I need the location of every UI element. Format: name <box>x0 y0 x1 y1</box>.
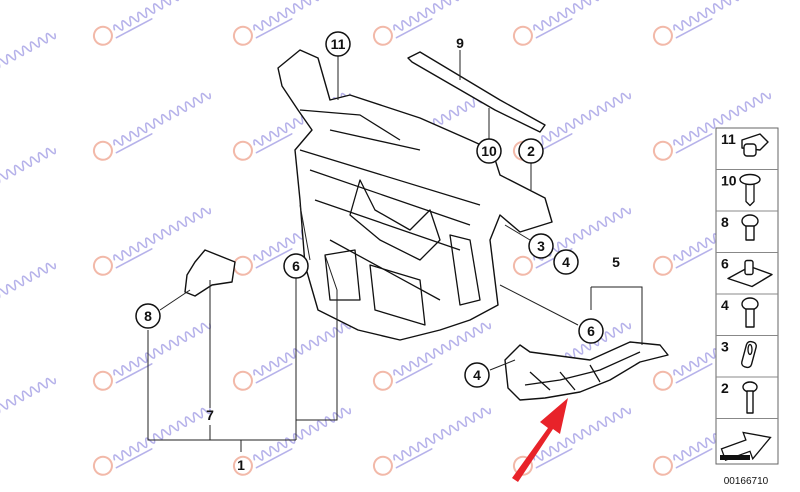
watermark-logo <box>92 322 212 391</box>
watermark-logo <box>92 407 212 476</box>
watermark-logo <box>92 207 212 276</box>
leader-lines <box>147 50 643 452</box>
watermark-logo <box>652 0 772 46</box>
legend-item: 2 <box>716 380 778 419</box>
bracket-clip-icon <box>741 340 757 369</box>
callout-11: 11 <box>325 31 351 57</box>
part-number: 00166710 <box>724 476 769 487</box>
legend-item-label: 3 <box>721 339 729 355</box>
watermark-logo <box>512 407 632 476</box>
watermark-logo <box>92 0 212 46</box>
svg-text:2: 2 <box>527 143 535 159</box>
watermark-logo <box>372 322 492 391</box>
legend-item-label: 2 <box>721 380 729 396</box>
front-panel-carrier <box>277 49 553 341</box>
callout-5: 5 <box>612 254 620 270</box>
watermark-logo <box>232 0 352 46</box>
fastener-legend: 11 10 8 6 4 3 2 00166710 <box>715 127 779 487</box>
legend-item-label: 11 <box>721 131 736 147</box>
bolt-icon <box>741 214 759 241</box>
legend-item: 8 <box>716 214 778 253</box>
orientation-arrow-icon <box>720 431 772 462</box>
upper-seal-strip <box>407 51 546 133</box>
watermark-logo <box>0 32 57 86</box>
callout-8: 8 <box>135 303 161 329</box>
watermark-logo <box>0 262 57 316</box>
callout-7: 7 <box>206 407 214 423</box>
washer-screw-icon <box>739 173 761 207</box>
watermark-logo <box>372 0 492 46</box>
svg-text:6: 6 <box>587 323 595 339</box>
watermark-logo <box>372 407 492 476</box>
legend-item-label: 8 <box>721 214 729 230</box>
svg-text:3: 3 <box>537 238 545 254</box>
speed-nut-icon <box>727 259 773 288</box>
legend-item: 6 <box>716 256 778 295</box>
svg-text:8: 8 <box>144 308 152 324</box>
svg-text:11: 11 <box>331 36 346 52</box>
hex-bolt-icon <box>741 297 759 328</box>
watermark-logo <box>232 407 352 476</box>
callout-4-upper: 4 <box>553 249 579 275</box>
legend-item: 10 <box>716 173 778 212</box>
watermark-logo <box>512 0 632 46</box>
svg-text:10: 10 <box>481 143 497 159</box>
legend-item: 3 <box>716 339 778 378</box>
callout-9: 9 <box>456 35 464 51</box>
callout-2: 2 <box>518 138 544 164</box>
clip-nut-icon <box>741 133 769 157</box>
legend-item-label: 10 <box>721 173 737 189</box>
svg-text:4: 4 <box>473 367 481 383</box>
left-bracket <box>184 249 236 297</box>
lower-right-support <box>504 341 669 401</box>
watermark-logo <box>0 147 57 201</box>
legend-item-label: 4 <box>721 297 729 313</box>
callout-4-lower: 4 <box>464 362 490 388</box>
legend-item: 4 <box>716 297 778 336</box>
watermark-logo <box>0 377 57 431</box>
watermark-logo <box>232 322 352 391</box>
watermark-logo <box>92 92 212 161</box>
callout-10: 10 <box>476 138 502 164</box>
callout-6-right: 6 <box>578 318 604 344</box>
callout-6-left: 6 <box>283 253 309 279</box>
svg-text:4: 4 <box>562 254 570 270</box>
legend-item: 11 <box>716 131 778 170</box>
highlight-arrow-icon <box>512 398 568 482</box>
callout-3: 3 <box>528 233 554 259</box>
svg-text:6: 6 <box>292 258 300 274</box>
callout-1: 1 <box>237 457 245 473</box>
legend-item-label: 6 <box>721 256 729 272</box>
screw-icon <box>742 381 758 414</box>
watermark-logo <box>652 92 772 161</box>
